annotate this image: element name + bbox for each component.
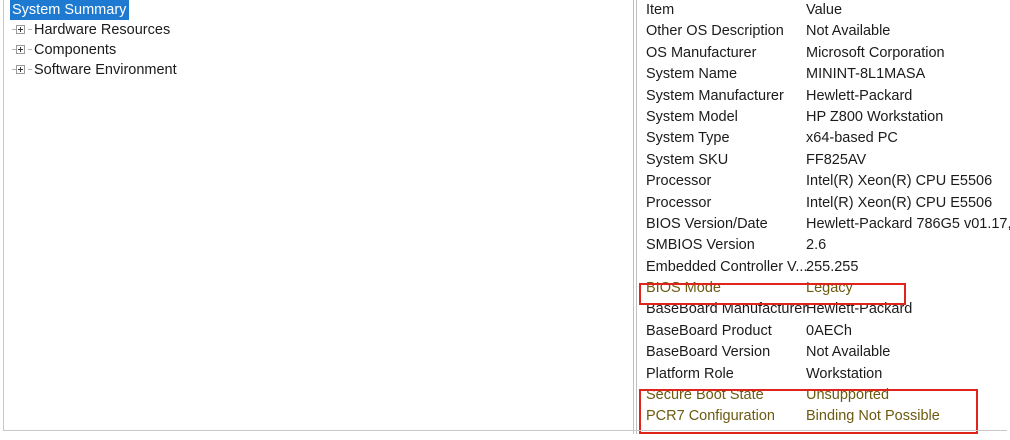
detail-item-value: x64-based PC	[806, 130, 898, 147]
detail-item-value: MININT-8L1MASA	[806, 66, 926, 83]
table-row[interactable]: OS Manufacturer Microsoft Corporation	[638, 43, 1010, 64]
tree-item-software-environment-label: Software Environment	[34, 62, 177, 78]
table-row[interactable]: System Model HP Z800 Workstation	[638, 107, 1010, 128]
detail-item-value: 2.6	[806, 237, 827, 254]
detail-item-label: BIOS Mode	[646, 280, 721, 297]
detail-item-label: PCR7 Configuration	[646, 408, 775, 425]
detail-item-label: System Manufacturer	[646, 87, 784, 104]
detail-item-label: Processor	[646, 173, 712, 190]
detail-item-value: Legacy	[806, 280, 853, 297]
window-bottom-border	[3, 430, 1007, 431]
detail-item-label: System Model	[646, 108, 738, 125]
tree-item-system-summary[interactable]: System Summary	[4, 0, 629, 20]
tree-item-hardware-resources-label: Hardware Resources	[34, 22, 171, 38]
table-row[interactable]: PCR7 Configuration Binding Not Possible	[638, 406, 1010, 427]
detail-item-label: Other OS Description	[646, 23, 784, 40]
table-row[interactable]: Platform Role Workstation	[638, 364, 1010, 385]
detail-item-value: Hewlett-Packard 786G5 v01.17, 8/	[806, 215, 1010, 232]
detail-item-label: Processor	[646, 194, 712, 211]
table-row[interactable]: System Name MININT-8L1MASA	[638, 64, 1010, 85]
table-row[interactable]: BaseBoard Version Not Available	[638, 342, 1010, 363]
table-row[interactable]: System SKU FF825AV	[638, 150, 1010, 171]
detail-item-value: FF825AV	[806, 151, 867, 168]
detail-item-label: System Type	[646, 130, 730, 147]
detail-item-value: Not Available	[806, 23, 891, 40]
tree-item-system-summary-label: System Summary	[10, 0, 130, 20]
table-row[interactable]: System Type x64-based PC	[638, 128, 1010, 149]
detail-item-label: BIOS Version/Date	[646, 215, 768, 232]
tree-item-components-label: Components	[34, 42, 117, 58]
detail-item-label: System Name	[646, 66, 738, 83]
detail-item-value: Microsoft Corporation	[806, 44, 945, 61]
table-row[interactable]: Embedded Controller V...255.255	[638, 257, 1010, 278]
tree-item-hardware-resources[interactable]: Hardware Resources	[4, 20, 629, 40]
table-row[interactable]: BaseBoard Product 0AECh	[638, 321, 1010, 342]
pane-splitter[interactable]	[631, 0, 639, 440]
detail-item-label: Secure Boot State	[646, 387, 764, 404]
detail-item-value: HP Z800 Workstation	[806, 108, 944, 125]
detail-item-label: BaseBoard Manufacturer	[646, 301, 808, 318]
splitter-line-right	[636, 0, 637, 434]
detail-item-label: SMBIOS Version	[646, 237, 755, 254]
navigation-tree-pane[interactable]: System Summary Hardware Resources Compon…	[3, 0, 629, 431]
detail-item-value: Intel(R) Xeon(R) CPU E5506	[806, 194, 993, 211]
table-row[interactable]: BIOS Version/Date Hewlett-Packard 786G5 v…	[638, 214, 1010, 235]
column-header-value: Value	[806, 2, 843, 18]
tree-item-components[interactable]: Components	[4, 40, 629, 60]
detail-item-value: Intel(R) Xeon(R) CPU E5506	[806, 173, 993, 190]
table-row[interactable]: Processor Intel(R) Xeon(R) CPU E5506	[638, 193, 1010, 214]
detail-item-label: System SKU	[646, 151, 729, 168]
table-row[interactable]: System Manufacturer Hewlett-Packard	[638, 86, 1010, 107]
table-row[interactable]: Other OS Description Not Available	[638, 21, 1010, 42]
detail-item-label: BaseBoard Product	[646, 322, 772, 339]
detail-item-value: Hewlett-Packard	[806, 87, 913, 104]
detail-item-label: Platform Role	[646, 365, 734, 382]
table-row[interactable]: Processor Intel(R) Xeon(R) CPU E5506	[638, 171, 1010, 192]
detail-item-value: Not Available	[806, 344, 891, 361]
table-row[interactable]: SMBIOS Version 2.6	[638, 235, 1010, 256]
tree-item-software-environment[interactable]: Software Environment	[4, 60, 629, 80]
table-row[interactable]: Secure Boot State Unsupported	[638, 385, 1010, 406]
detail-item-label: OS Manufacturer	[646, 44, 757, 61]
detail-item-value: Unsupported	[806, 387, 890, 404]
table-row[interactable]: BIOS Mode Legacy	[638, 278, 1010, 299]
splitter-line-left	[633, 0, 634, 434]
detail-item-label: Embedded Controller V...	[646, 258, 808, 275]
detail-item-value: Workstation	[806, 365, 883, 382]
detail-item-label: BaseBoard Version	[646, 344, 771, 361]
detail-item-value: Binding Not Possible	[806, 408, 940, 425]
detail-header-row[interactable]: Item Value	[638, 0, 1010, 21]
detail-item-value: 0AECh	[806, 322, 852, 339]
column-header-item: Item	[646, 2, 675, 18]
detail-item-value: 255.255	[806, 258, 859, 275]
detail-item-value: Hewlett-Packard	[806, 301, 913, 318]
